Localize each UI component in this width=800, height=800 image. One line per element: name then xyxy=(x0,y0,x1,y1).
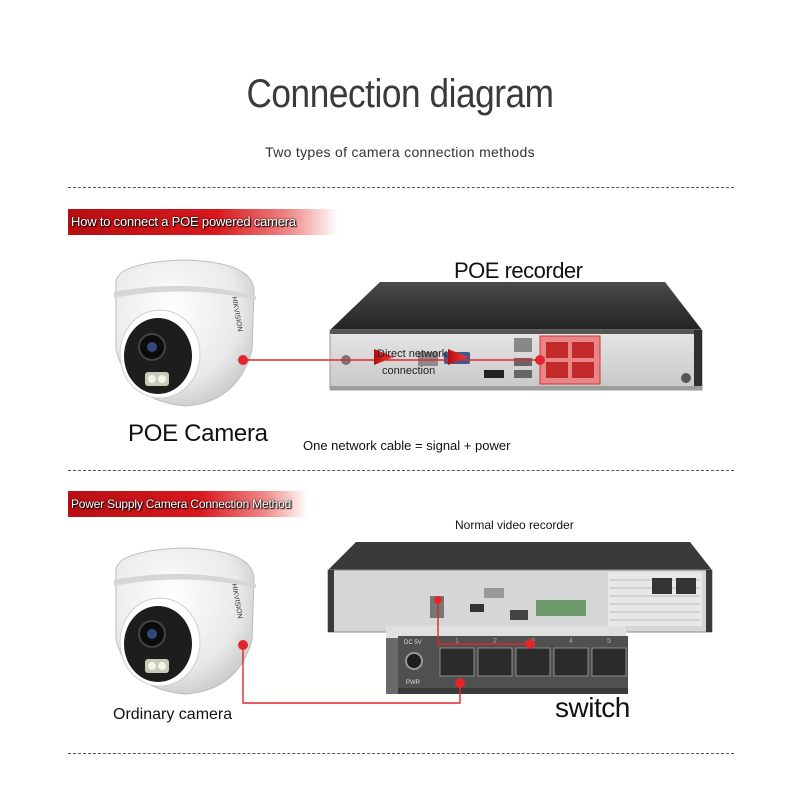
switch-port-number: 5 xyxy=(607,638,611,645)
switch-power-label: DC 5V xyxy=(404,640,422,646)
cable-endpoint xyxy=(455,678,465,688)
divider-bottom xyxy=(68,753,734,754)
ordinary-camera: HIKVISION xyxy=(114,547,256,695)
direction-arrow-icon xyxy=(374,349,394,365)
switch-port-number: 1 xyxy=(455,638,459,645)
cable-endpoint xyxy=(238,640,248,650)
cable-note-line2: connection xyxy=(382,365,436,377)
poe-section-banner: How to connect a POE powered camera xyxy=(68,209,338,235)
switch-port-number: 4 xyxy=(569,638,573,645)
divider-top xyxy=(68,187,734,188)
poe-recorder-label: POE recorder xyxy=(454,258,583,283)
network-switch: 1 2 3 4 5 DC 5V PWR xyxy=(386,626,628,694)
ordinary-camera-label: Ordinary camera xyxy=(113,706,233,723)
poe-camera-label: POE Camera xyxy=(128,420,268,447)
normal-recorder-label: Normal video recorder xyxy=(455,518,574,532)
poe-cable-caption: One network cable = signal + power xyxy=(303,438,511,453)
normal-section-banner: Power Supply Camera Connection Method xyxy=(68,491,308,517)
divider-middle xyxy=(68,470,734,471)
cable-note-line1: Direct network xyxy=(377,348,448,360)
switch-port-number: 2 xyxy=(493,638,497,645)
poe-camera: HIKVISION xyxy=(114,259,256,407)
normal-recorder xyxy=(327,542,713,633)
switch-pwr-label: PWR xyxy=(406,680,421,686)
ordinary-cable xyxy=(242,602,530,704)
page-subtitle: Two types of camera connection methods xyxy=(265,144,535,160)
cable-endpoint xyxy=(525,639,535,649)
cable-endpoint xyxy=(434,596,442,604)
page-title: Connection diagram xyxy=(246,72,554,116)
direction-arrow-icon xyxy=(448,349,468,365)
poe-cable xyxy=(238,349,545,365)
switch-label: switch xyxy=(555,692,630,723)
